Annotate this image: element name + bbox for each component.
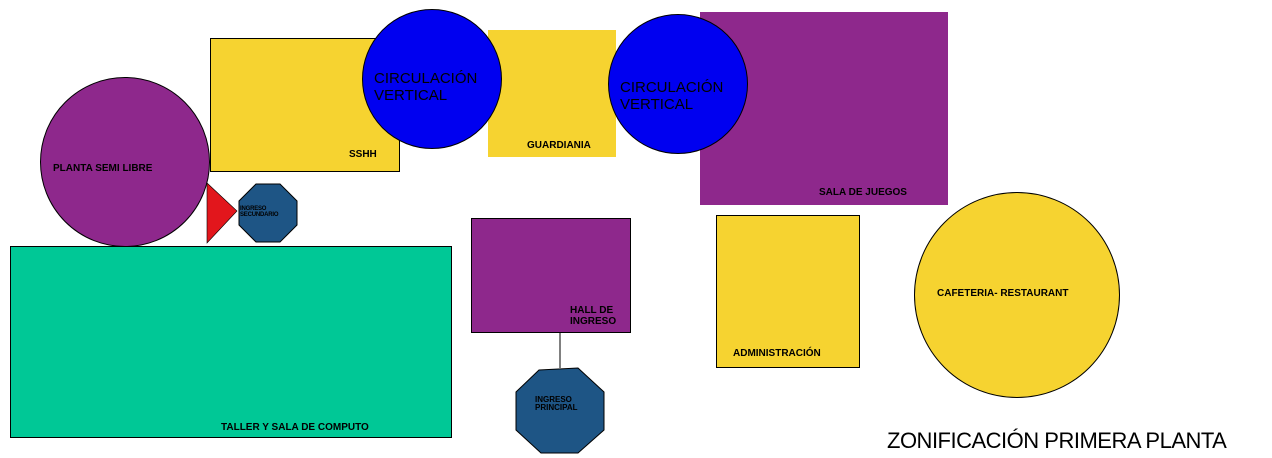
ingreso-secundario-zone <box>238 183 298 243</box>
circulacion-vertical-2-line1: CIRCULACIÓN <box>620 79 724 96</box>
ingreso-secundario-label: INGRESO SECUNDARIO <box>240 206 279 219</box>
hall-de-ingreso-line1: HALL DE <box>570 305 614 316</box>
cafeteria-zone <box>914 192 1120 398</box>
guardiania-zone <box>488 30 616 157</box>
cafeteria-label: CAFETERIA- RESTAURANT <box>937 288 1069 299</box>
taller-zone <box>10 246 452 438</box>
hall-de-ingreso-line2: INGRESO <box>570 315 617 327</box>
administracion-zone <box>716 215 860 368</box>
guardiania-label: GUARDIANIA <box>527 140 591 151</box>
taller-label: TALLER Y SALA DE COMPUTO <box>221 422 369 433</box>
hall-de-ingreso-label: HALL DE INGRESO <box>570 305 617 327</box>
administracion-label: ADMINISTRACIÓN <box>733 348 821 359</box>
sshh-label: SSHH <box>349 149 377 160</box>
hall-de-ingreso-zone <box>471 218 631 333</box>
circulacion-vertical-1-line1: CIRCULACIÓN <box>374 70 478 87</box>
circulacion-vertical-1-line2: VERTICAL <box>374 87 448 105</box>
circulacion-vertical-2-zone <box>608 14 748 154</box>
planta-semi-libre-label: PLANTA SEMI LIBRE <box>53 163 153 174</box>
diagram-title: ZONIFICACIÓN PRIMERA PLANTA <box>887 428 1227 453</box>
circulacion-vertical-2-label: CIRCULACIÓN VERTICAL <box>620 79 723 114</box>
circulacion-vertical-1-zone <box>362 9 502 149</box>
ingreso-secundario-arrow <box>206 182 238 244</box>
circulacion-vertical-1-label: CIRCULACIÓN VERTICAL <box>374 70 477 105</box>
planta-semi-libre-zone <box>40 77 210 247</box>
ingreso-principal-line1: INGRESO <box>535 395 572 404</box>
ingreso-secundario-line2: SECUNDARIO <box>240 212 279 219</box>
ingreso-principal-zone <box>515 367 605 454</box>
ingreso-principal-line2: PRINCIPAL <box>535 403 578 413</box>
circulacion-vertical-2-line2: VERTICAL <box>620 96 694 114</box>
ingreso-secundario-line1: INGRESO <box>240 206 267 212</box>
sala-de-juegos-label: SALA DE JUEGOS <box>819 187 907 198</box>
ingreso-principal-label: INGRESO PRINCIPAL <box>535 395 578 413</box>
